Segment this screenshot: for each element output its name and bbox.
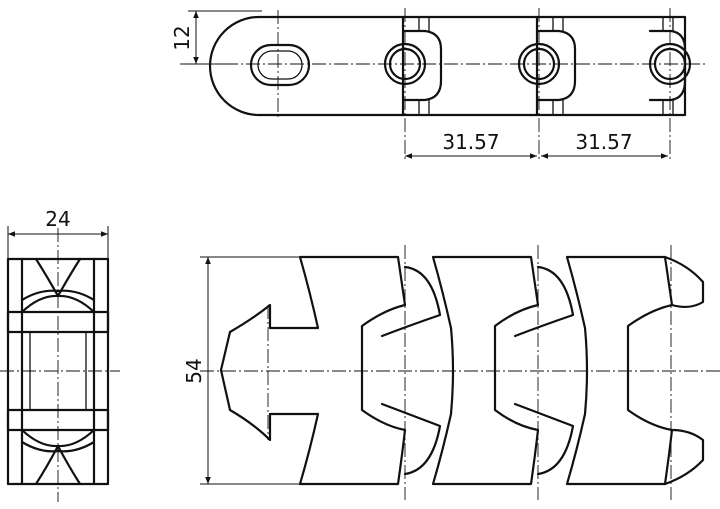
dim-height-side: 12 xyxy=(170,10,262,65)
module-3 xyxy=(565,255,705,486)
top-view xyxy=(200,245,720,500)
side-knuckle-2 xyxy=(517,15,577,117)
dim-width-top-label: 54 xyxy=(182,358,206,383)
module-1 xyxy=(219,255,442,486)
dim-pitch: 31.57 31.57 xyxy=(405,130,668,159)
dim-width-top: 54 xyxy=(182,256,304,485)
module-2 xyxy=(431,255,575,486)
dim-width-end-label: 24 xyxy=(45,207,70,231)
side-knuckle-1 xyxy=(383,15,443,117)
dim-height-side-label: 12 xyxy=(170,25,194,50)
dim-pitch-2-label: 31.57 xyxy=(575,130,632,154)
side-view xyxy=(180,8,705,160)
dim-pitch-1-label: 31.57 xyxy=(442,130,499,154)
end-view xyxy=(0,228,120,502)
dim-width-end: 24 xyxy=(7,207,109,262)
